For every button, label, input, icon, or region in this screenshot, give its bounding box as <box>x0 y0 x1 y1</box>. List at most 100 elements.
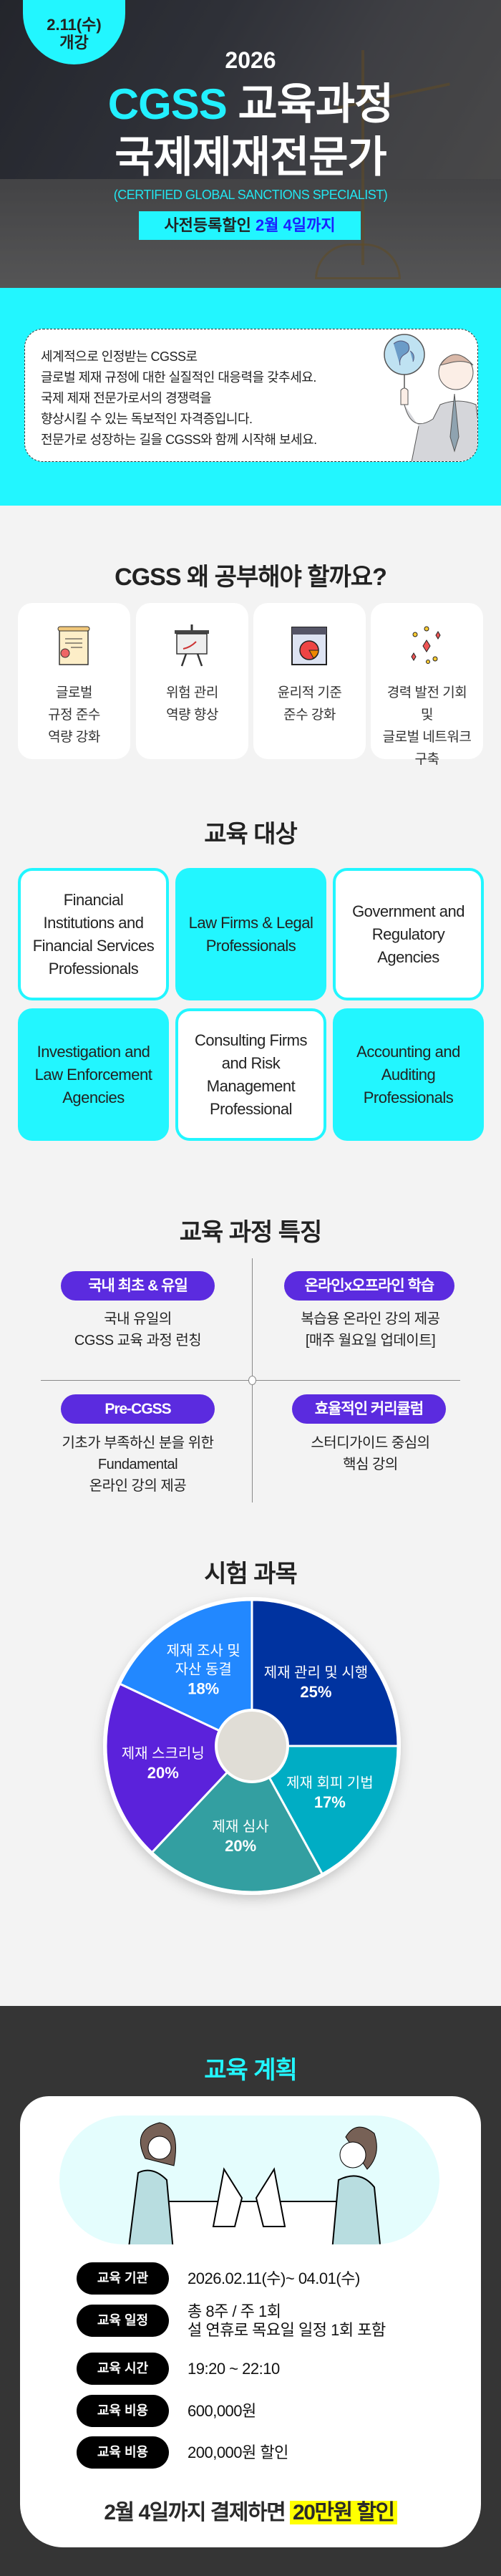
intro-card: 세계적으로 인정받는 CGSS로 글로벌 제재 규정에 대한 실질적인 대응력을… <box>24 329 478 462</box>
intro-section: 세계적으로 인정받는 CGSS로 글로벌 제재 규정에 대한 실질적인 대응력을… <box>0 288 501 506</box>
pie-slice <box>150 1744 324 1894</box>
target-card: Government and Regulatory Agencies <box>333 868 484 1000</box>
target-card: Investigation and Law Enforcement Agenci… <box>18 1008 169 1141</box>
feature-desc: 국내 유일의 CGSS 교육 과정 런칭 <box>43 1308 233 1351</box>
plan-label: 교육 시간 <box>77 2353 169 2385</box>
hero-title-line1: CGSS 교육과정 <box>0 82 501 127</box>
discount-callout: 2월 4일까지 결제하면 20만원 할인 <box>20 2494 481 2526</box>
feature-tag: 온라인x오프라인 학습 <box>284 1271 454 1301</box>
label-line: 글로벌 네트워크 <box>382 730 472 745</box>
businessman-globe-illustration <box>384 334 477 461</box>
intro-text: 세계적으로 인정받는 CGSS로 글로벌 제재 규정에 대한 실질적인 대응력을… <box>41 347 317 450</box>
banner-highlight: 2월 4일까지 <box>256 216 336 234</box>
pie-chart-window-icon <box>291 627 327 665</box>
meeting-illustration <box>59 2116 439 2244</box>
desc-line: 국내 유일의 <box>104 1311 172 1327</box>
plan-value: 200,000원 할인 <box>188 2444 288 2462</box>
plan-section: 교육 계획 교육 기관 2026.02.11(수)~ 04.01(수) 교육 일… <box>0 2006 501 2576</box>
pie-slice-value: 20% <box>147 1764 179 1782</box>
intro-line: 글로벌 제재 규정에 대한 실질적인 대응력을 갖추세요. <box>41 370 316 385</box>
plan-card: 교육 기관 2026.02.11(수)~ 04.01(수) 교육 일정 총 8주… <box>20 2096 481 2547</box>
plan-value: 600,000원 <box>188 2402 256 2421</box>
badge-label: 개강 <box>59 34 89 52</box>
value-line: 2026.02.11(수)~ 04.01(수) <box>188 2269 360 2287</box>
hero-title-accent: CGSS <box>107 80 228 128</box>
desc-line: CGSS 교육 과정 런칭 <box>74 1333 202 1349</box>
feature-tag: 국내 최초 & 유일 <box>61 1271 215 1301</box>
pie-slice-label: 제재 스크리닝 <box>122 1745 205 1762</box>
label-line: 및 <box>421 708 433 723</box>
pie-slice-label: 자산 동결 <box>175 1661 232 1678</box>
plan-value: 2026.02.11(수)~ 04.01(수) <box>188 2269 360 2288</box>
early-bird-banner: 사전등록할인 2월 4일까지 <box>139 211 361 240</box>
label-line: 구축 <box>414 752 439 767</box>
pie-slice <box>250 1598 399 1747</box>
presentation-board-icon <box>175 624 209 667</box>
label-line: 역량 강화 <box>48 730 100 745</box>
plan-label: 교육 기관 <box>77 2262 169 2295</box>
label-line: 경력 발전 기회 <box>386 685 467 700</box>
desc-line: 핵심 강의 <box>343 1457 398 1472</box>
targets-section-title: 교육 대상 <box>204 821 298 848</box>
label-line: 규정 준수 <box>48 708 100 723</box>
divider-center-dot <box>248 1376 256 1385</box>
pie-slice <box>104 1682 254 1854</box>
feature-desc: 복습용 온라인 강의 제공[매주 월요일 업데이트] <box>272 1308 469 1351</box>
plan-value: 19:20 ~ 22:10 <box>188 2360 280 2378</box>
justice-scale-pole <box>361 50 364 265</box>
desc-line: 온라인 강의 제공 <box>89 1478 187 1494</box>
value-line: 설 연휴로 목요일 일정 1회 포함 <box>188 2321 386 2339</box>
value-line: 19:20 ~ 22:10 <box>188 2360 280 2378</box>
pie-slice-value: 25% <box>300 1683 331 1701</box>
target-card: Law Firms & Legal Professionals <box>175 868 326 1000</box>
feature-tag: Pre-CGSS <box>61 1394 215 1424</box>
label-line: 위험 관리 <box>166 685 218 700</box>
sparkles-icon <box>411 626 441 664</box>
exam-subjects-title: 시험 과목 <box>204 1560 298 1588</box>
plan-label: 교육 일정 <box>77 2305 169 2337</box>
discount-prefix: 2월 4일까지 결제하면 <box>104 2501 286 2524</box>
discount-highlight: 20만원 할인 <box>290 2501 397 2524</box>
features-section-title: 교육 과정 특징 <box>179 1219 323 1246</box>
hero-title-rest: 교육과정 <box>238 80 394 128</box>
plan-label: 교육 비용 <box>77 2395 169 2427</box>
banner-prefix: 사전등록할인 <box>164 216 251 234</box>
target-card: Financial Institutions and Financial Ser… <box>18 868 169 1000</box>
label-line: 윤리적 기준 <box>277 685 342 700</box>
target-card: Consulting Firms and Risk Management Pro… <box>175 1008 326 1141</box>
label-line: 준수 강화 <box>283 708 336 723</box>
label-line: 글로벌 <box>56 685 92 700</box>
pie-slice-label: 제재 관리 및 시행 <box>264 1664 368 1681</box>
pie-slice-value: 17% <box>314 1793 346 1811</box>
intro-line: 국제 제재 전문가로서의 경쟁력을 <box>41 391 212 405</box>
plan-section-title: 교육 계획 <box>204 2057 298 2084</box>
pie-center-hole <box>215 1709 289 1783</box>
intro-line: 전문가로 성장하는 길을 CGSS와 함께 시작해 보세요. <box>41 433 317 447</box>
value-line: 600,000원 <box>188 2402 256 2420</box>
label-line: 역량 향상 <box>166 708 218 723</box>
hero-subtitle: (CERTIFIED GLOBAL SANCTIONS SPECIALIST) <box>113 188 388 202</box>
intro-line: 세계적으로 인정받는 CGSS로 <box>41 349 198 364</box>
value-line: 총 8주 / 주 1회 <box>188 2302 281 2320</box>
badge-date: 2.11(수) <box>47 16 102 34</box>
pie-slice-value: 20% <box>225 1837 256 1855</box>
target-card: Accounting and Auditing Professionals <box>333 1008 484 1141</box>
hero-title-line2: 국제제재전문가 <box>115 133 386 181</box>
desc-line: 복습용 온라인 강의 제공 <box>301 1311 440 1327</box>
pie-slice-value: 18% <box>188 1680 219 1698</box>
pie-slice <box>118 1598 253 1748</box>
plan-label: 교육 비용 <box>77 2436 169 2469</box>
people-with-laptops-illustration <box>128 2122 381 2244</box>
desc-line: 기초가 부족하신 분을 위한 <box>62 1435 214 1451</box>
intro-line: 향상시킬 수 있는 독보적인 자격증입니다. <box>41 412 253 426</box>
